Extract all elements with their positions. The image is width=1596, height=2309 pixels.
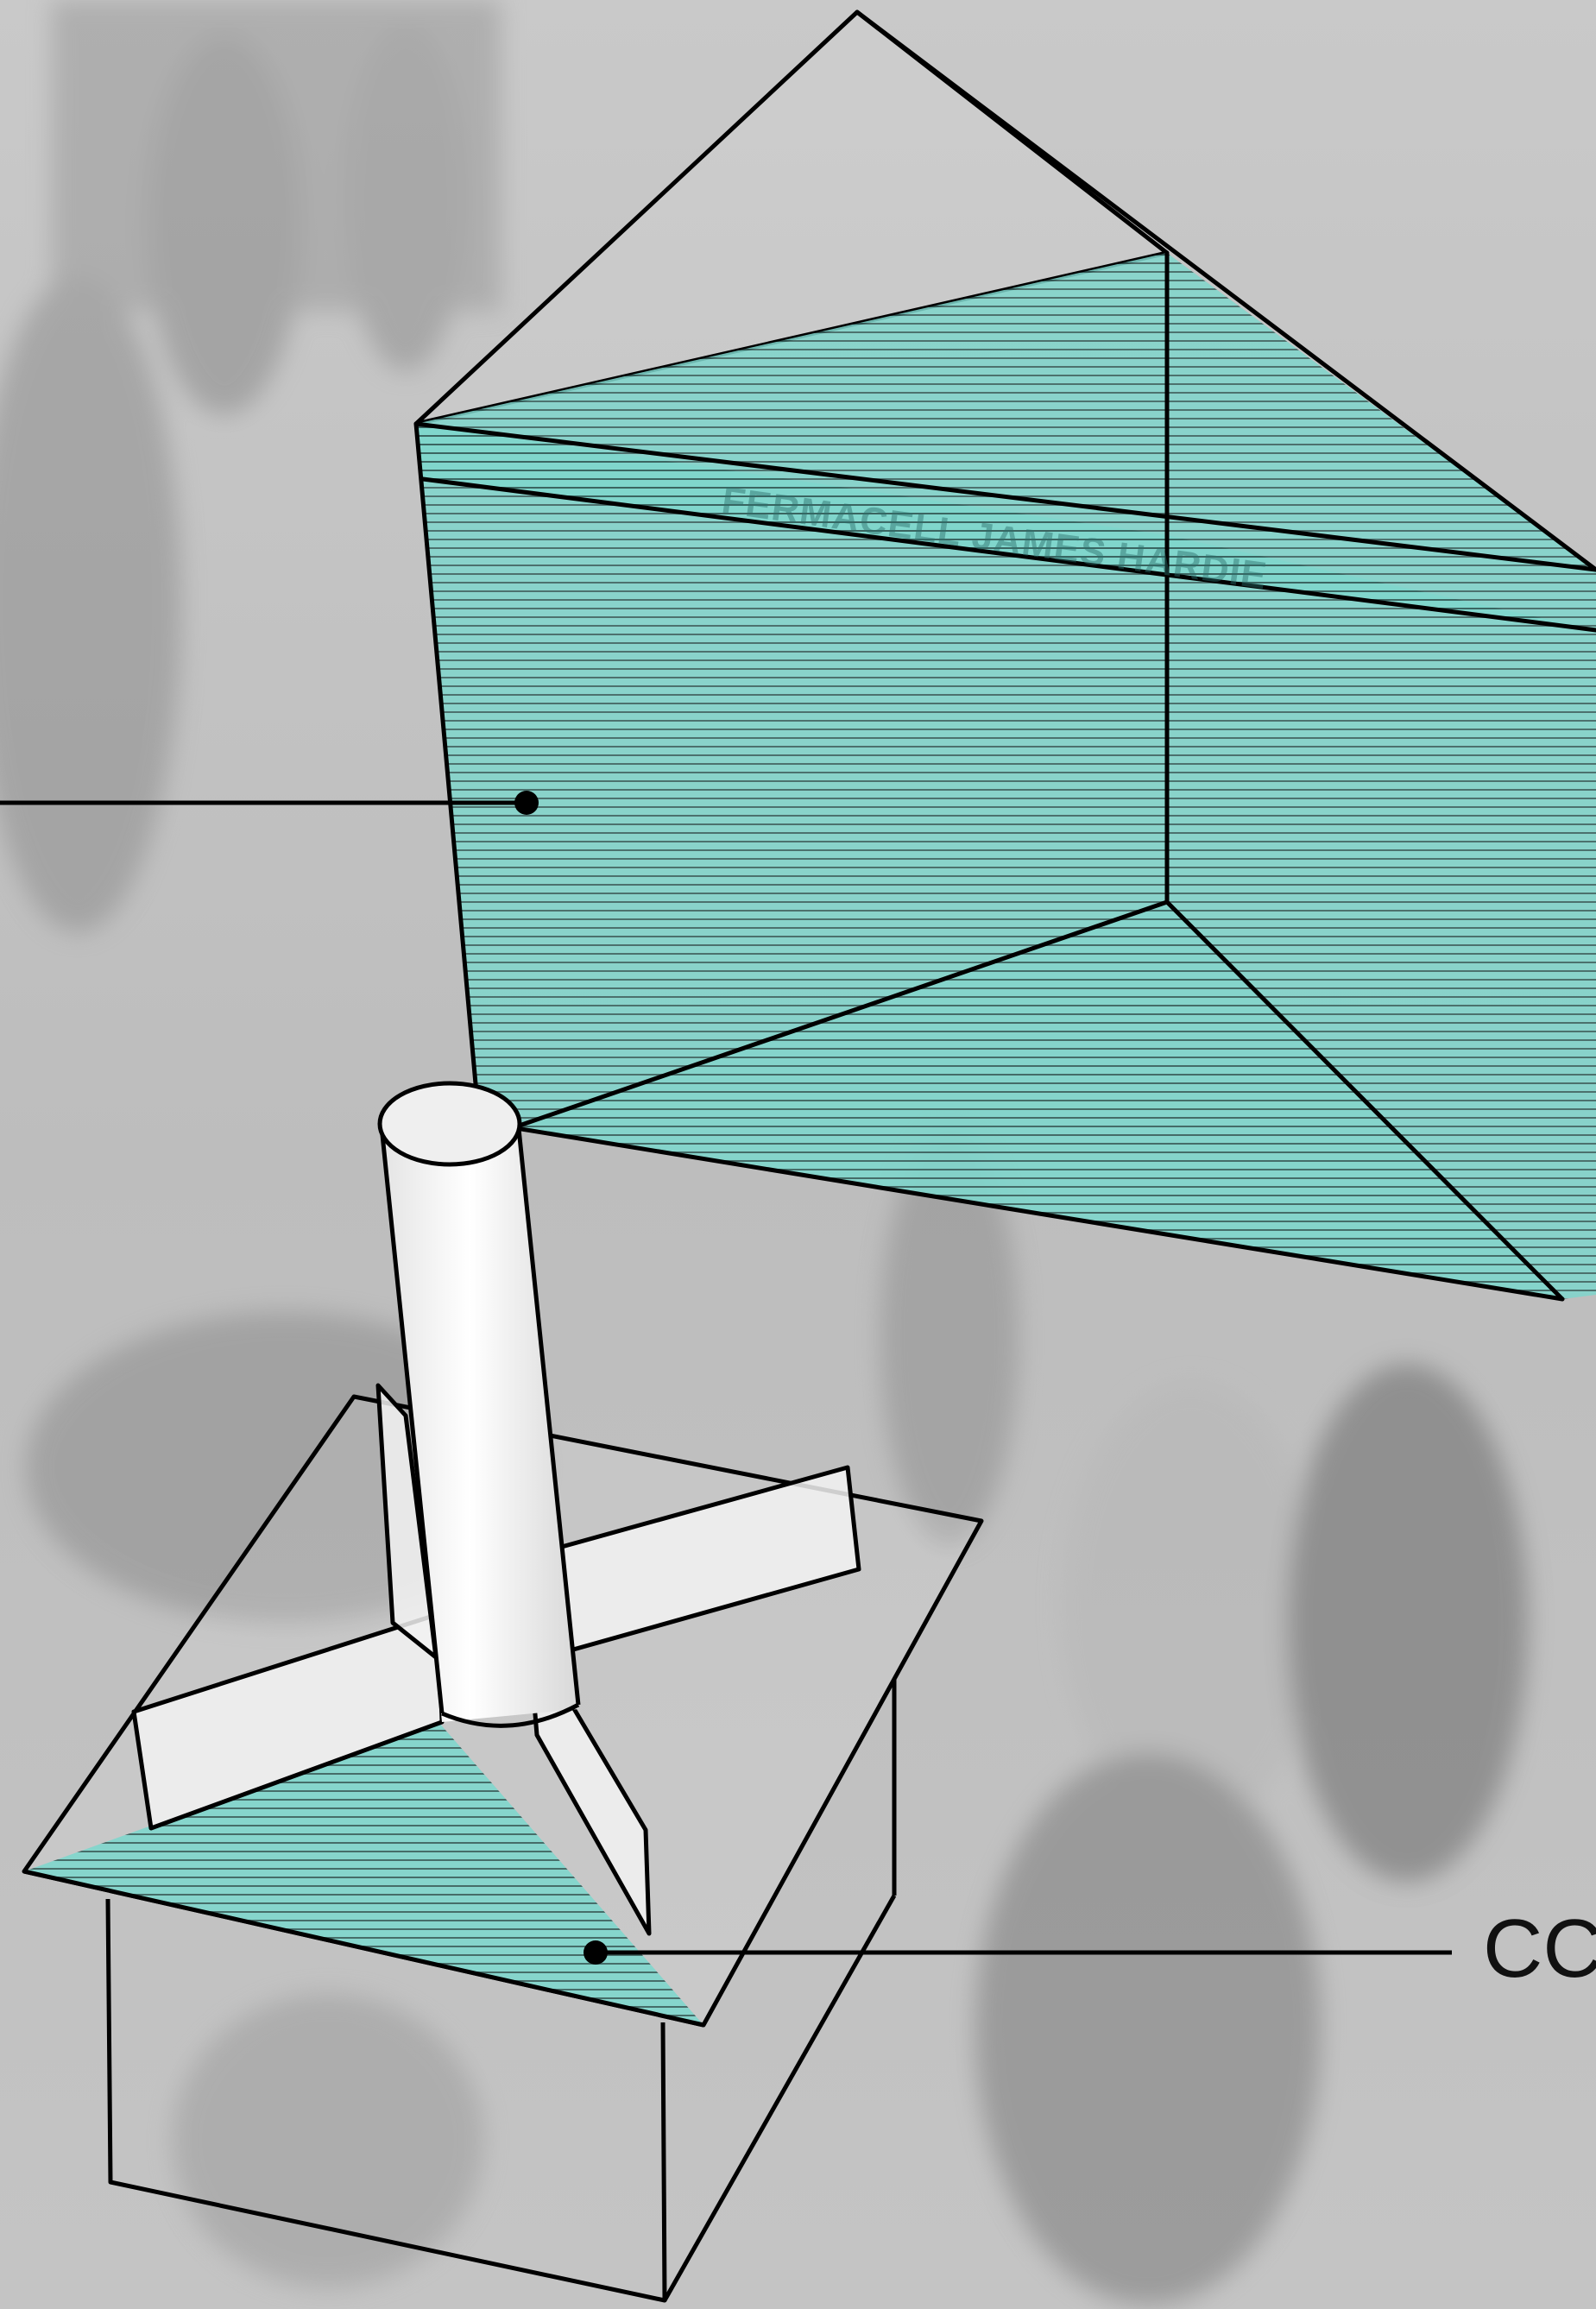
stand-base-panel (24, 1722, 703, 2025)
stand-structure (22, 1081, 984, 2303)
prism-structure (413, 9, 1596, 1302)
prism-floor (509, 902, 1562, 1299)
prism-callout (0, 791, 539, 815)
prism-roof-panel (416, 253, 1596, 630)
prism-wall-right (1167, 535, 1596, 1299)
stand-callout (584, 1940, 1452, 1965)
callout-dot-icon (584, 1940, 608, 1965)
prism-wall-left (416, 424, 1167, 1129)
stand-box-left-edge (105, 1898, 667, 2303)
callout-dot-icon (514, 791, 539, 815)
stand-label: CC (1483, 1902, 1596, 1995)
stand-column (377, 1081, 581, 1728)
